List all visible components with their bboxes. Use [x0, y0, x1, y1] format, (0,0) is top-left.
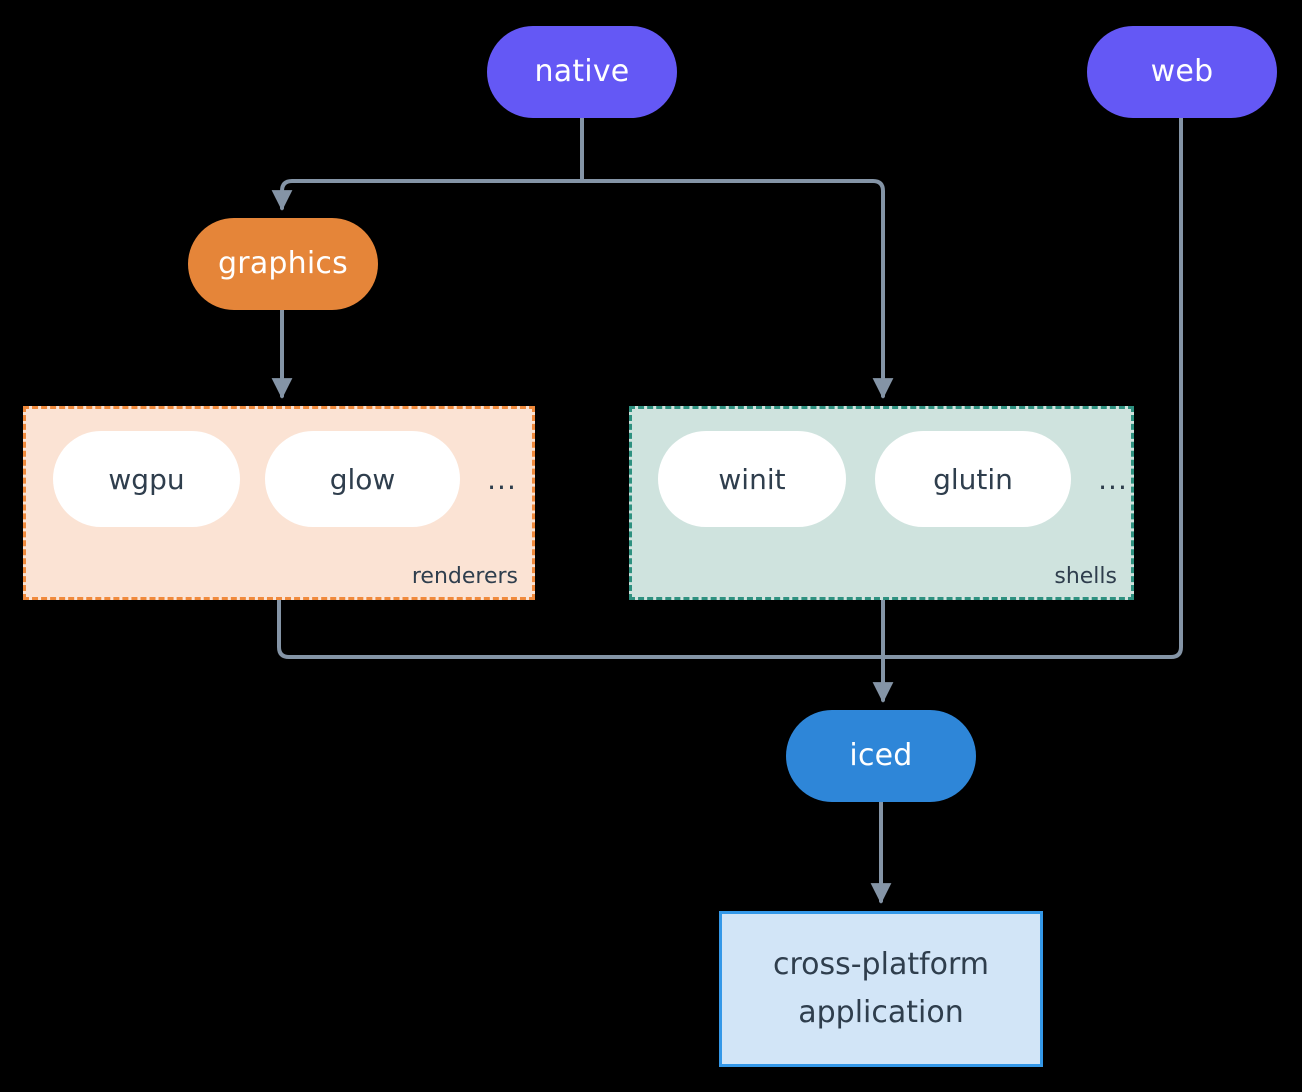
shells-ellipsis: ...	[1098, 462, 1128, 496]
node-application[interactable]: cross-platform application	[719, 911, 1043, 1067]
edge-renderers-to-iced	[277, 598, 883, 659]
node-web[interactable]: web	[1087, 26, 1277, 118]
chip-winit[interactable]: winit	[658, 431, 846, 527]
node-graphics[interactable]: graphics	[188, 218, 378, 310]
group-shells[interactable]: winit glutin ... shells	[629, 406, 1134, 600]
chip-glutin[interactable]: glutin	[875, 431, 1071, 527]
edge-native-to-shells	[580, 179, 894, 399]
edge-web-to-iced	[883, 116, 1183, 659]
chip-glow[interactable]: glow	[265, 431, 460, 527]
chip-wgpu[interactable]: wgpu	[53, 431, 240, 527]
renderers-ellipsis: ...	[487, 462, 517, 496]
edge-native-to-graphics	[271, 179, 584, 211]
application-label-line1: cross-platform	[772, 947, 990, 982]
application-label-line2: application	[798, 995, 964, 1030]
group-label-renderers: renderers	[411, 564, 518, 589]
node-native[interactable]: native	[487, 26, 677, 118]
node-iced[interactable]: iced	[786, 710, 976, 802]
group-renderers[interactable]: wgpu glow ... renderers	[23, 406, 535, 600]
group-label-shells: shells	[1054, 564, 1117, 589]
